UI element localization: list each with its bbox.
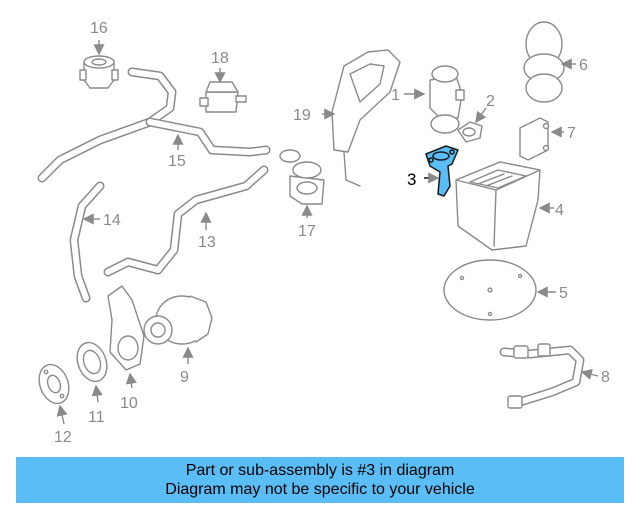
callout-1: 1 — [391, 87, 400, 104]
callout-3: 3 — [407, 170, 416, 189]
callout-2: 2 — [486, 93, 495, 110]
part-18-solenoid[interactable] — [199, 81, 247, 113]
callout-11: 11 — [88, 409, 105, 426]
part-15-hose[interactable] — [37, 67, 301, 183]
callout-9: 9 — [180, 369, 189, 386]
part-2-gasket[interactable] — [457, 121, 483, 143]
part-14-hose[interactable] — [69, 181, 105, 303]
part-17-valve[interactable] — [289, 161, 325, 205]
part-1-valve[interactable] — [429, 65, 465, 134]
callout-18: 18 — [211, 50, 229, 67]
part-7-bracket[interactable] — [519, 117, 550, 161]
callout-4: 4 — [555, 202, 564, 219]
part-6-canister[interactable] — [523, 21, 565, 103]
callout-8: 8 — [601, 369, 610, 386]
part-9-air-pump[interactable] — [143, 295, 213, 345]
callout-14: 14 — [103, 212, 121, 229]
banner-line-1: Part or sub-assembly is #3 in diagram — [185, 462, 455, 479]
banner-line-2: Diagram may not be specific to your vehi… — [165, 481, 475, 498]
callout-12: 12 — [54, 429, 72, 446]
part-4-cooler[interactable] — [455, 161, 541, 251]
part-16-valve[interactable] — [79, 55, 119, 89]
callout-16: 16 — [90, 20, 108, 37]
callout-19: 19 — [293, 107, 311, 124]
callout-10: 10 — [120, 395, 138, 412]
callout-15: 15 — [168, 153, 186, 170]
callout-6: 6 — [579, 57, 588, 74]
info-banner: Part or sub-assembly is #3 in diagram Di… — [16, 457, 624, 503]
callout-5: 5 — [559, 285, 568, 302]
part-12-flange[interactable] — [34, 360, 74, 407]
callout-13: 13 — [198, 234, 216, 251]
part-10-bracket[interactable] — [107, 285, 145, 371]
part-13-hose[interactable] — [103, 165, 269, 277]
part-8-sensor[interactable] — [499, 343, 585, 409]
part-11-gasket[interactable] — [72, 338, 112, 385]
callout-7: 7 — [567, 125, 576, 142]
part-19-pipe-bracket[interactable] — [331, 49, 401, 187]
parts-diagram: 16 18 15 14 13 17 19 — [34, 20, 610, 446]
part-5-cover[interactable] — [443, 259, 537, 321]
part-3-egr-pipe[interactable] — [425, 145, 459, 197]
callout-17: 17 — [298, 223, 316, 240]
